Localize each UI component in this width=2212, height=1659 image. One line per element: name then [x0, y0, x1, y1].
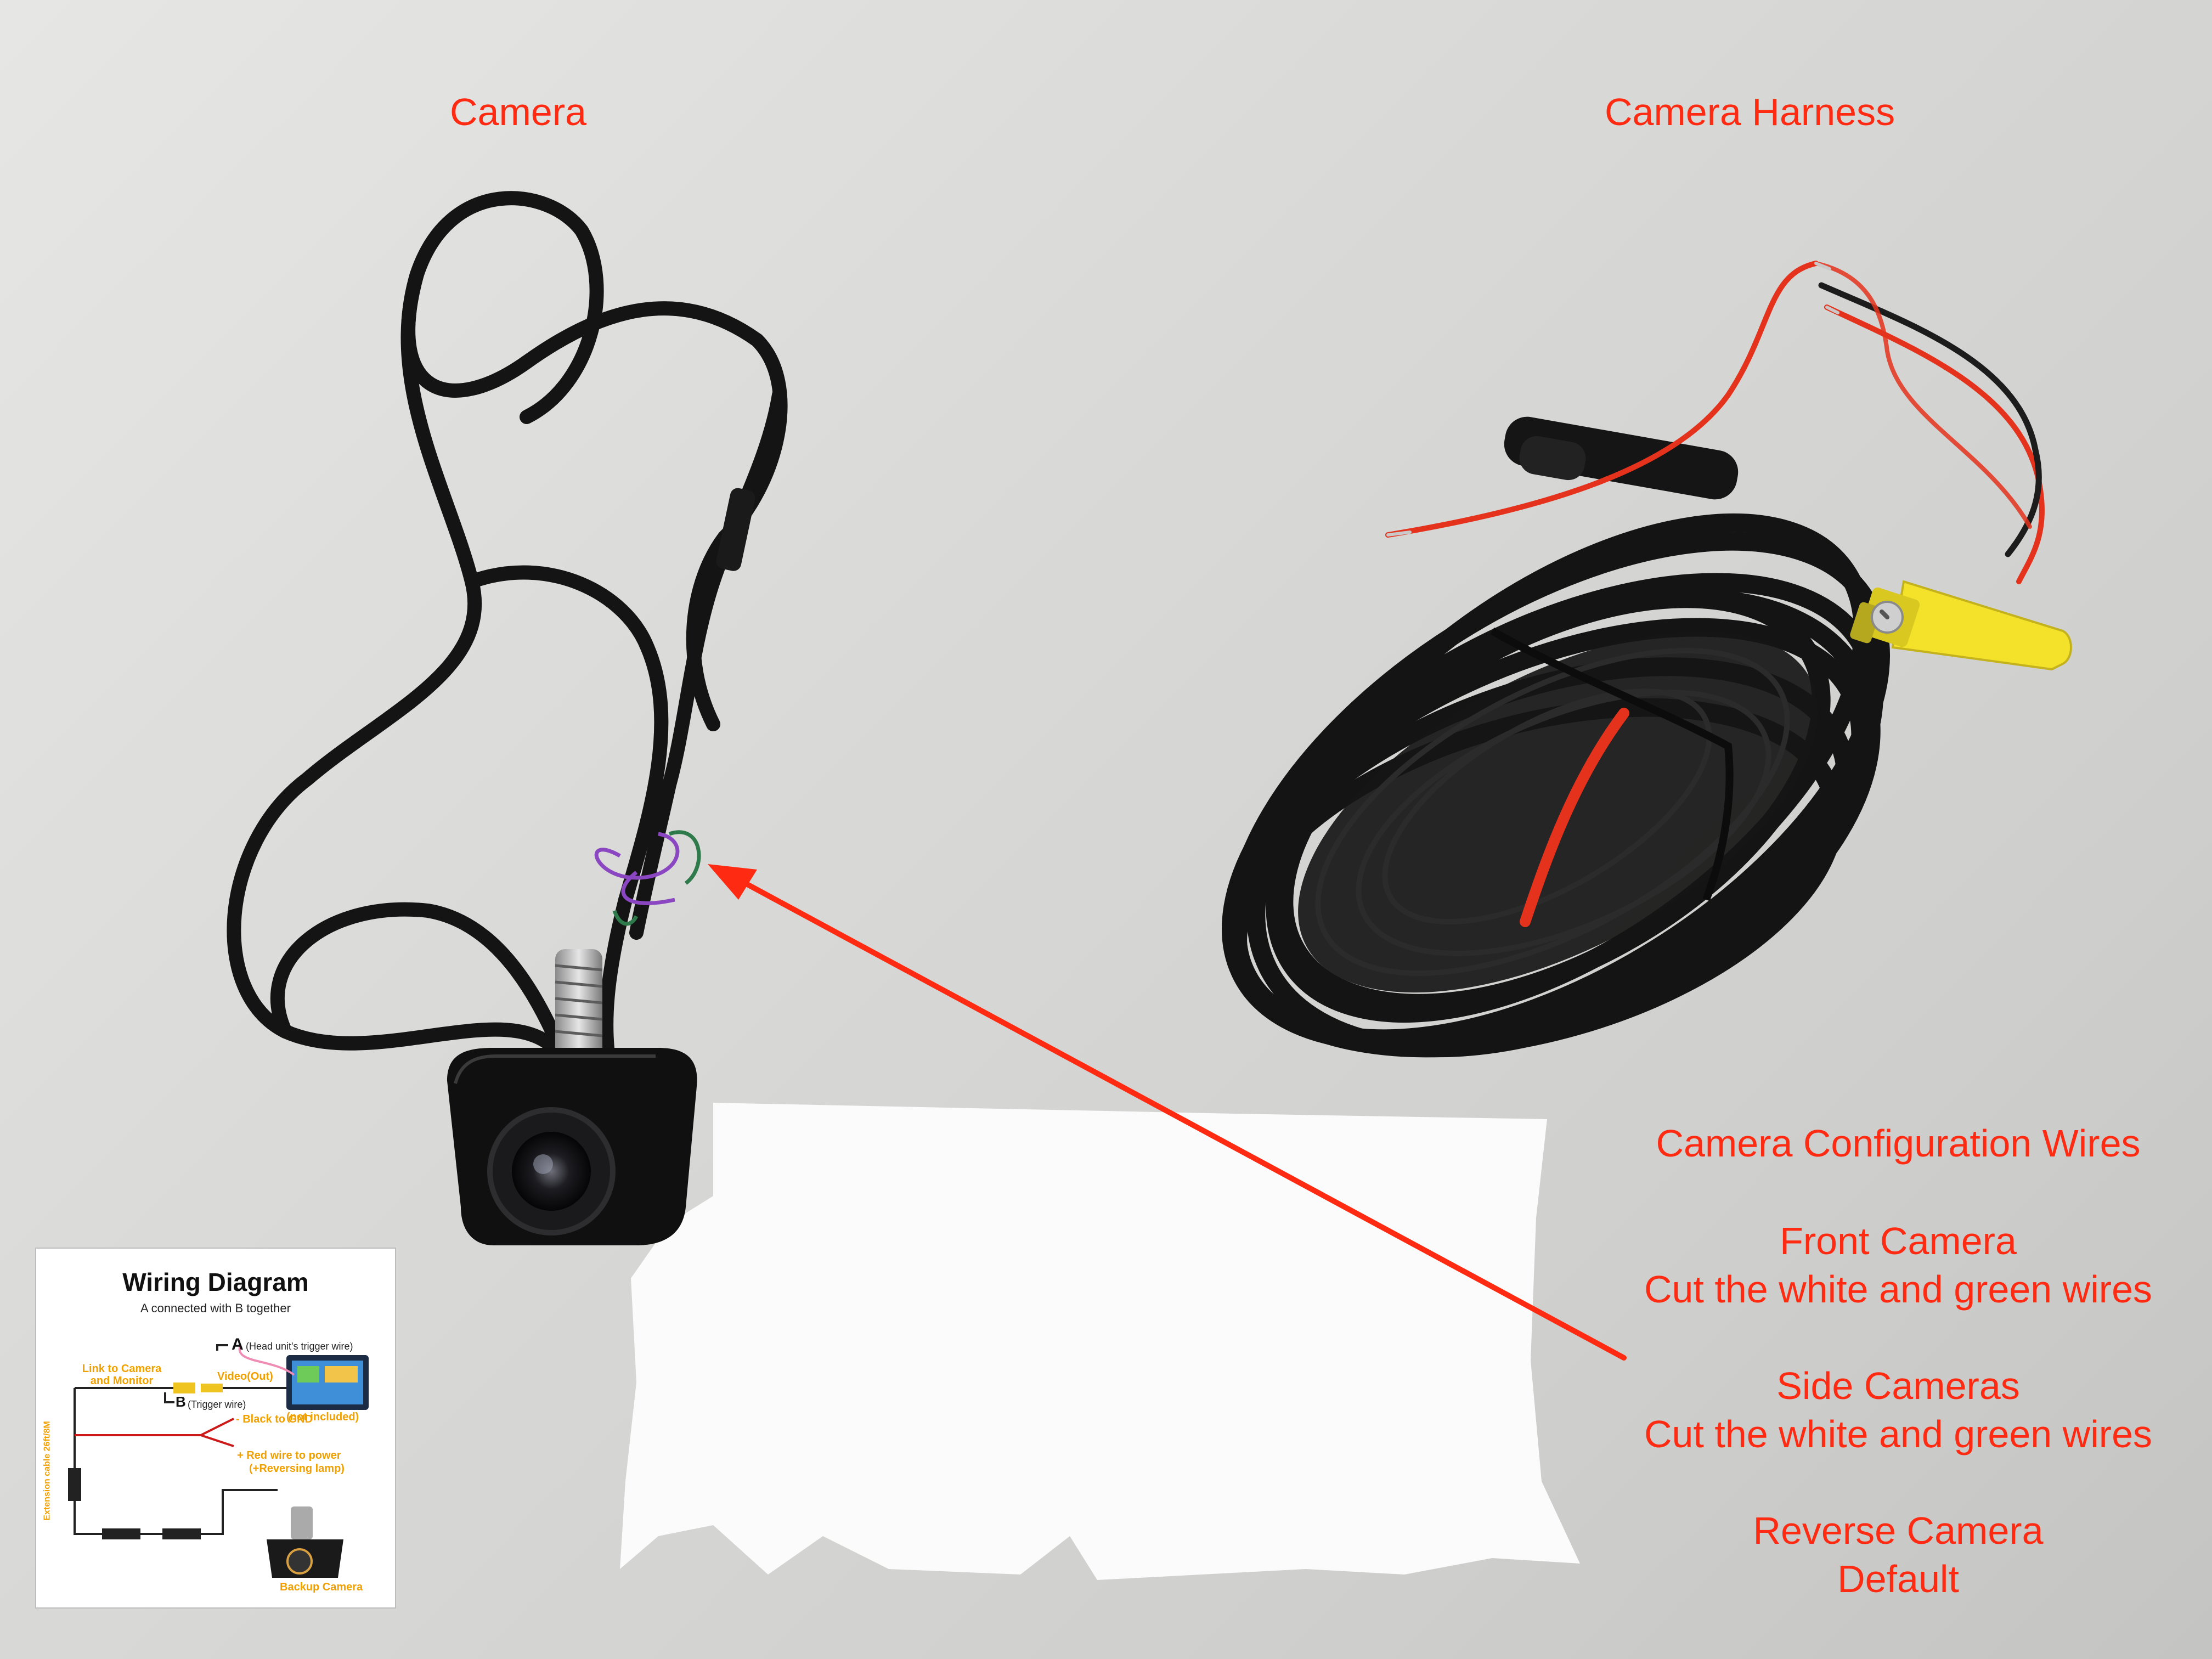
power-wires — [1385, 261, 2045, 584]
label-b-note: (Trigger wire) — [188, 1399, 246, 1410]
rca-connector — [1850, 580, 2072, 671]
label-link: Link to Camera and Monitor — [82, 1363, 162, 1387]
configuration-notes: Camera Configuration Wires Front Camera … — [1613, 1119, 2183, 1603]
front-camera-title: Front Camera — [1780, 1220, 2017, 1262]
camera-cable-connector — [716, 488, 755, 571]
configuration-wires — [594, 830, 701, 926]
label-b: B — [176, 1393, 186, 1410]
config-title: Camera Configuration Wires — [1656, 1122, 2141, 1165]
front-camera-note: Cut the white and green wires — [1644, 1268, 2153, 1311]
cable-tie — [1490, 627, 1734, 901]
reverse-camera-note: Default — [1837, 1558, 1959, 1600]
white-paper-scrap — [620, 1103, 1580, 1580]
camera-cable — [227, 191, 788, 1093]
harness-connector — [1504, 416, 1739, 500]
label-a: A — [232, 1335, 244, 1353]
wiring-diagram-subtitle: A connected with B together — [140, 1301, 291, 1315]
label-red-wire: + Red wire to power — [237, 1449, 341, 1462]
harness-red-wire-coil — [1520, 708, 1629, 927]
wiring-diagram-title: Wiring Diagram — [122, 1268, 309, 1296]
camera-harness-label: Camera Harness — [1605, 91, 1895, 133]
harness-coil — [1222, 513, 1890, 1058]
annotation-arrow — [708, 864, 1627, 1361]
label-backup-camera: Backup Camera — [280, 1581, 363, 1593]
label-reversing-lamp: (+Reversing lamp) — [249, 1463, 345, 1475]
reverse-camera-title: Reverse Camera — [1753, 1509, 2044, 1552]
side-cameras-note: Cut the white and green wires — [1644, 1413, 2153, 1455]
label-video-out: Video(Out) — [217, 1370, 273, 1383]
wiring-diagram-lines — [68, 1344, 369, 1578]
label-not-included: (not included) — [286, 1411, 359, 1423]
wiring-diagram: Wiring Diagram A connected with B togeth… — [36, 1249, 395, 1607]
side-cameras-title: Side Cameras — [1776, 1364, 2020, 1407]
backup-camera — [447, 949, 697, 1245]
label-black-wire: - Black to GND — [236, 1413, 313, 1425]
label-extension-cable: Extension cable 26ft/8M — [42, 1421, 52, 1521]
camera-label: Camera — [450, 91, 586, 133]
label-a-note: (Head unit's trigger wire) — [246, 1341, 353, 1352]
